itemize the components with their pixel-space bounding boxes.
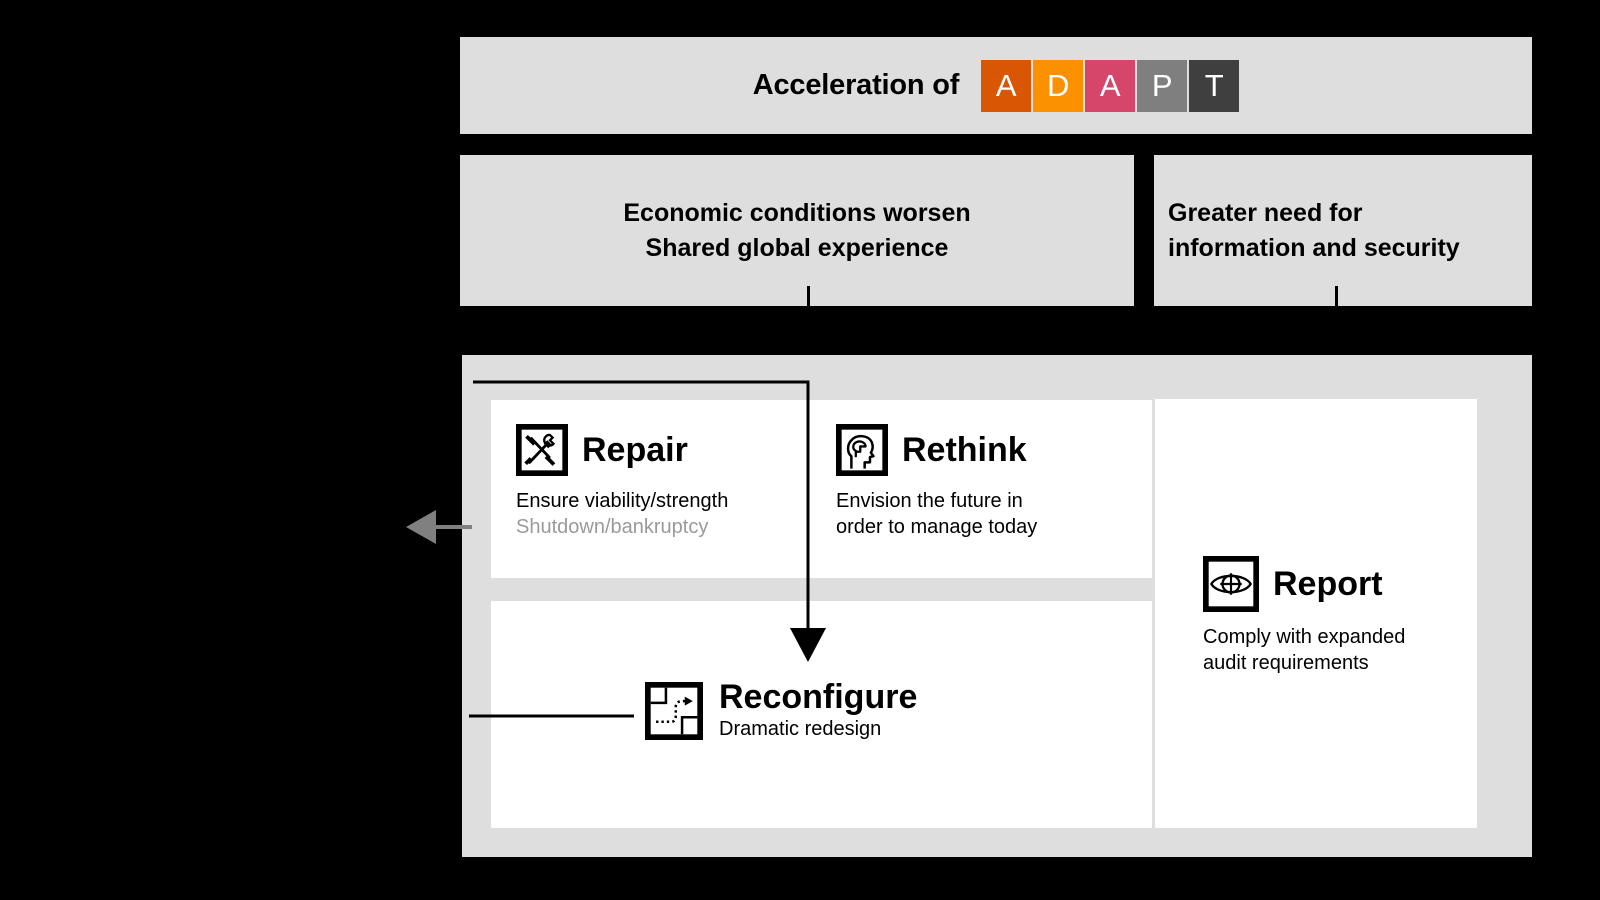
action-reconfigure-textblock: Reconfigure Dramatic redesign (719, 680, 917, 741)
header-inner: Acceleration of A D A P T (752, 59, 1240, 112)
adapt-tile-t: T (1189, 59, 1240, 112)
driver-box-information-security: Greater need for information and securit… (1154, 155, 1532, 306)
action-reconfigure-head: Reconfigure Dramatic redesign (645, 680, 917, 741)
action-repair-title: Repair (582, 431, 688, 469)
adapt-tile-p: P (1137, 59, 1188, 112)
driver-line-2: information and security (1168, 233, 1460, 262)
adapt-acronym: A D A P T (981, 59, 1240, 112)
card-report (1155, 399, 1477, 828)
action-report-title: Report (1273, 565, 1383, 603)
adapt-tile-a1: A (981, 59, 1032, 112)
action-repair-desc-line-2: Shutdown/bankruptcy (516, 516, 709, 539)
arrowhead-left-repair-out (406, 510, 436, 544)
action-rethink-title: Rethink (902, 431, 1027, 469)
action-rethink-description: Envision the future in order to manage t… (836, 488, 1037, 541)
driver-text-information: Greater need for information and securit… (1168, 196, 1460, 265)
action-repair-desc-line-1: Ensure viability/strength (516, 490, 729, 512)
head-profile-brain-icon (836, 424, 888, 476)
action-rethink-desc-line-1: Envision the future in (836, 490, 1023, 512)
action-rethink-desc-line-2: order to manage today (836, 516, 1038, 539)
action-reconfigure-title: Reconfigure (719, 678, 918, 716)
driver-box-economic-conditions: Economic conditions worsen Shared global… (460, 155, 1134, 306)
driver-line-1: Greater need for (1168, 199, 1363, 227)
action-report-desc-line-2: audit requirements (1203, 652, 1369, 675)
connector-stub-information (1335, 286, 1338, 307)
action-rethink[interactable]: Rethink Envision the future in order to … (836, 424, 1037, 541)
eye-target-icon (1203, 556, 1259, 612)
dotted-path-arrow-icon (645, 681, 703, 740)
action-report-description: Comply with expanded audit requirements (1203, 624, 1405, 677)
action-reconfigure[interactable]: Reconfigure Dramatic redesign (645, 680, 917, 741)
action-reconfigure-desc-line-1: Dramatic redesign (719, 718, 882, 740)
header-band: Acceleration of A D A P T (460, 37, 1532, 134)
action-report[interactable]: Report Comply with expanded audit requir… (1203, 556, 1405, 677)
wrench-screwdriver-icon (516, 424, 568, 476)
driver-text-economic: Economic conditions worsen Shared global… (623, 196, 970, 265)
adapt-tile-a2: A (1085, 59, 1136, 112)
action-repair[interactable]: Repair Ensure viability/strength Shutdow… (516, 424, 728, 541)
action-rethink-head: Rethink (836, 424, 1037, 476)
action-report-head: Report (1203, 556, 1405, 612)
driver-line-1: Economic conditions worsen (623, 199, 971, 227)
action-repair-head: Repair (516, 424, 728, 476)
action-repair-description: Ensure viability/strength Shutdown/bankr… (516, 488, 728, 541)
page-title: Acceleration of (752, 69, 960, 101)
driver-line-2: Shared global experience (645, 233, 949, 262)
action-report-desc-line-1: Comply with expanded (1203, 626, 1406, 648)
connector-stub-economic (807, 286, 810, 307)
adapt-tile-d: D (1033, 59, 1084, 112)
